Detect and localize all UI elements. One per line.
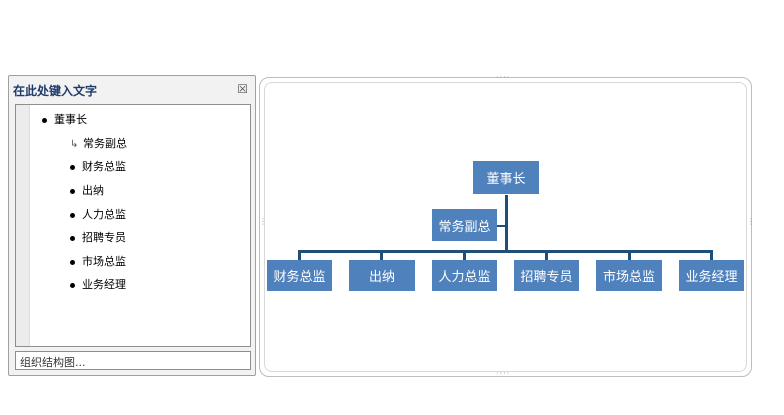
resize-handle-right[interactable]: ⋮ xyxy=(747,217,756,226)
org-node-child[interactable]: 市场总监 xyxy=(596,260,662,291)
list-item[interactable]: 招聘专员 xyxy=(70,229,126,245)
bullet-icon xyxy=(70,164,75,170)
bullet-icon xyxy=(42,117,47,123)
org-node-child[interactable]: 人力总监 xyxy=(432,260,497,291)
text-pane-title: 在此处键入文字 xyxy=(13,84,98,98)
org-node-child[interactable]: 业务经理 xyxy=(679,260,744,291)
list-item[interactable]: 出纳 xyxy=(70,182,104,198)
list-item[interactable]: 业务经理 xyxy=(70,276,126,292)
resize-handle-top[interactable]: ···· xyxy=(496,73,511,82)
connector-drop xyxy=(628,250,631,261)
text-pane: 在此处键入文字 ☒ 董事长 ↳常务副总 财务总监 出纳 人力总监 招聘专员 xyxy=(8,75,256,376)
list-item[interactable]: 市场总监 xyxy=(70,253,126,269)
resize-handle-bottom[interactable]: ···· xyxy=(496,369,511,378)
list-item[interactable]: 人力总监 xyxy=(70,206,126,222)
list-item-chairman[interactable]: 董事长 xyxy=(42,111,87,127)
bullet-icon xyxy=(70,235,75,241)
close-icon[interactable]: ☒ xyxy=(237,82,248,96)
connector-root-vertical xyxy=(505,195,508,251)
list-item-assistant[interactable]: ↳常务副总 xyxy=(70,137,127,150)
bullet-icon xyxy=(70,282,75,288)
connector-drop xyxy=(463,250,466,261)
list-item[interactable]: 财务总监 xyxy=(70,158,126,174)
connector-drop xyxy=(710,250,713,261)
org-node-assistant[interactable]: 常务副总 xyxy=(432,209,497,241)
connector-horizontal xyxy=(298,250,712,253)
canvas-inner-border xyxy=(264,82,747,372)
connector-drop xyxy=(380,250,383,261)
org-node-child[interactable]: 财务总监 xyxy=(267,260,332,291)
connector-drop xyxy=(545,250,548,261)
connector-drop xyxy=(298,250,301,261)
text-pane-header: 在此处键入文字 ☒ xyxy=(9,76,255,102)
list-gutter xyxy=(16,105,30,346)
text-entry-list[interactable]: 董事长 ↳常务副总 财务总监 出纳 人力总监 招聘专员 市场总监 业务经理 xyxy=(15,104,251,347)
connector-assistant xyxy=(497,225,506,227)
bullet-icon xyxy=(70,259,75,265)
bullet-icon xyxy=(70,188,75,194)
bullet-icon xyxy=(70,212,75,218)
resize-handle-left[interactable]: ⋮ xyxy=(259,217,268,226)
org-node-root[interactable]: 董事长 xyxy=(473,161,539,194)
layout-description: 组织结构图... xyxy=(15,351,251,370)
org-node-child[interactable]: 招聘专员 xyxy=(514,260,579,291)
org-node-child[interactable]: 出纳 xyxy=(349,260,415,291)
assistant-arrow-icon: ↳ xyxy=(70,139,79,150)
